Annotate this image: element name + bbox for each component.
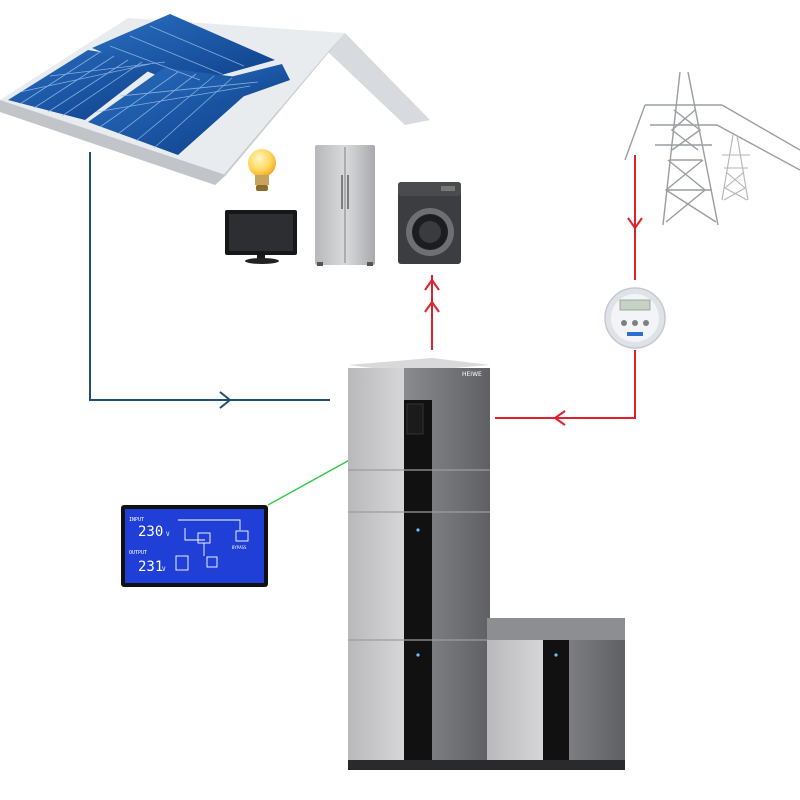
lcd-input-label: INPUT	[129, 517, 144, 523]
battery-cabinet-icon: HEIWE	[348, 358, 490, 770]
lcd-input-value: 230	[138, 524, 163, 540]
load-flow-line	[424, 275, 440, 350]
lcd-display-icon: INPUT 230 V OUTPUT 231 V BYPASS	[121, 505, 268, 587]
lcd-output-unit: V	[162, 566, 166, 573]
light-bulb-icon	[248, 149, 276, 191]
lcd-input-unit: V	[166, 531, 170, 538]
solar-roof-icon	[0, 14, 430, 185]
television-icon	[225, 210, 297, 264]
lcd-output-value: 231	[138, 559, 163, 575]
solar-flow-line	[89, 152, 330, 409]
cabinet-control-screen	[406, 403, 424, 435]
electric-meter-icon	[604, 287, 666, 349]
lcd-flow-graphic	[175, 519, 249, 571]
washing-machine-icon	[398, 182, 461, 264]
battery-cabinet-small-icon	[487, 618, 625, 770]
lcd-right-label: BYPASS	[232, 545, 247, 550]
power-tower-icon-small	[721, 134, 750, 201]
power-tower-icon	[624, 71, 800, 226]
lcd-output-label: OUTPUT	[129, 550, 147, 556]
solar-panel-array	[8, 14, 290, 155]
brand-label: HEIWE	[462, 371, 482, 378]
cabinet-dark-strip	[404, 400, 432, 768]
grid-flow-line	[495, 155, 643, 426]
refrigerator-icon	[315, 145, 375, 266]
